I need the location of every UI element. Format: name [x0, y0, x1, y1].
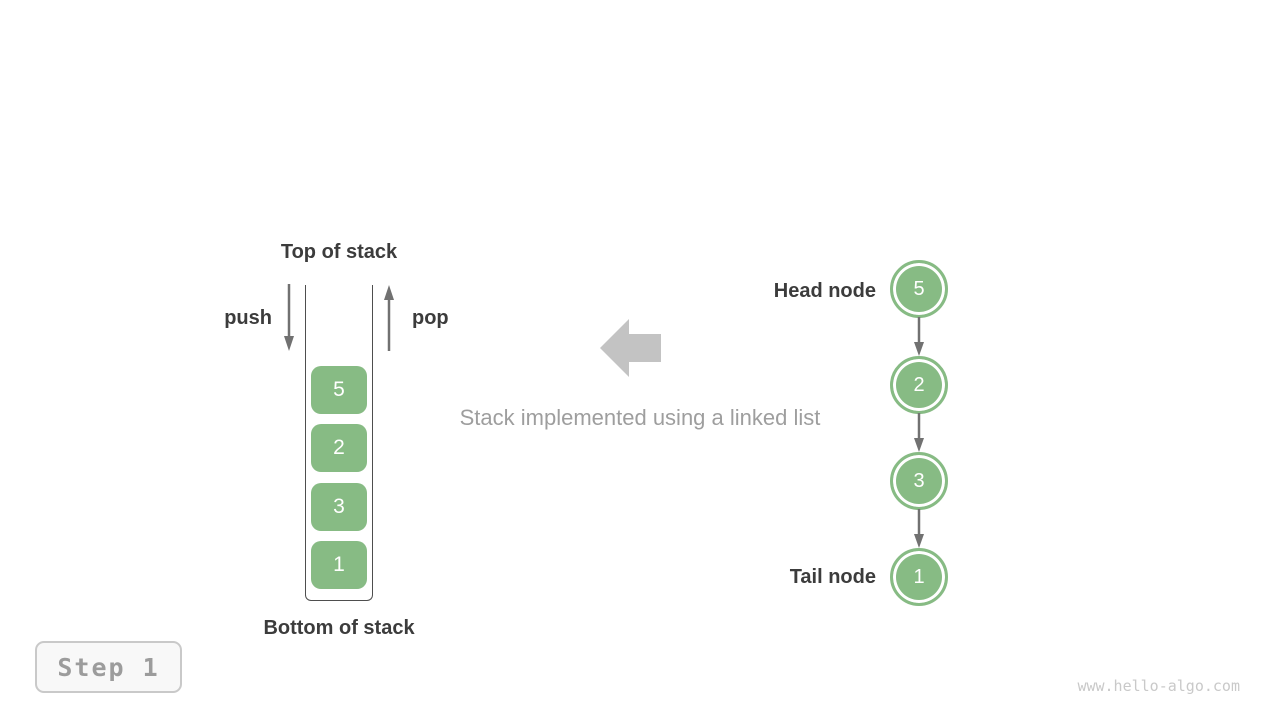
- stack-item-value: 2: [333, 436, 345, 459]
- push-arrow-icon: [284, 284, 294, 351]
- stack-container: [305, 285, 373, 601]
- diagram-caption: Stack implemented using a linked list: [459, 405, 821, 430]
- link-arrow-icon: [914, 413, 924, 452]
- linked-list-node: 3: [890, 452, 948, 510]
- step-badge: Step 1: [35, 641, 182, 693]
- bottom-of-stack-label: Bottom of stack: [263, 617, 415, 639]
- node-value: 3: [913, 469, 925, 492]
- stack-item: 3: [311, 483, 367, 531]
- link-arrow-icon: [914, 317, 924, 356]
- linked-list-node: 5: [890, 260, 948, 318]
- linked-list-node: 2: [890, 356, 948, 414]
- stack-item-value: 1: [333, 553, 345, 576]
- linked-list-node: 1: [890, 548, 948, 606]
- stack-item: 5: [311, 366, 367, 414]
- watermark-text: www.hello-algo.com: [1077, 677, 1240, 695]
- node-value: 5: [913, 277, 925, 300]
- stack-item: 2: [311, 424, 367, 472]
- stack-item: 1: [311, 541, 367, 589]
- left-block-arrow-icon: [600, 319, 661, 377]
- top-of-stack-label: Top of stack: [280, 241, 398, 263]
- node-value: 2: [913, 373, 925, 396]
- push-label: push: [224, 307, 272, 329]
- tail-node-label: Tail node: [789, 566, 876, 588]
- node-value: 1: [913, 565, 925, 588]
- pop-arrow-icon: [384, 285, 394, 351]
- pop-label: pop: [412, 307, 449, 329]
- stack-item-value: 3: [333, 495, 345, 518]
- link-arrow-icon: [914, 509, 924, 548]
- stack-item-value: 5: [333, 378, 345, 401]
- step-badge-label: Step 1: [57, 652, 160, 682]
- head-node-label: Head node: [773, 280, 876, 302]
